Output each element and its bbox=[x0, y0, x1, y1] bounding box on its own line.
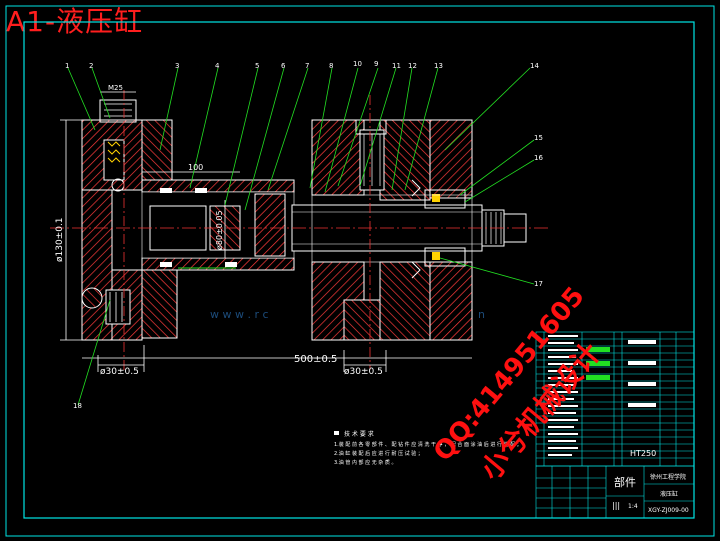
dimension-texts: M25 ø130±0.1 100 ø80±0.05 ø30±0.5 ø30±0.… bbox=[55, 84, 383, 377]
title-block-drawing-name: 液压缸 bbox=[660, 490, 678, 498]
balloon-15: 15 bbox=[534, 134, 543, 142]
balloon-17: 17 bbox=[534, 280, 543, 288]
outer-frame bbox=[5, 5, 715, 537]
balloon-1: 1 bbox=[65, 62, 69, 70]
right-end-block bbox=[311, 119, 473, 341]
title-block-drawing-no: XGY-ZJ009-00 bbox=[648, 507, 689, 514]
notes-line-1: 1.装 配 前 各 零 部 件 、 配 钻 件 应 清 洗 干 净 ， 配 合 … bbox=[334, 441, 522, 448]
parts-list bbox=[535, 331, 695, 467]
bom-material: HT250 bbox=[630, 449, 656, 458]
parts-list-fill bbox=[548, 335, 578, 456]
title-block bbox=[535, 465, 695, 519]
notes-heading: 技 术 要 求 bbox=[344, 430, 374, 438]
title-block-sheet-marks: ||| bbox=[612, 501, 620, 510]
dim-width-100: 100 bbox=[188, 163, 203, 172]
parts-list-highlight bbox=[586, 340, 656, 407]
title-block-institution: 徐州工程学院 bbox=[650, 473, 686, 481]
notes-line-2: 2.油 缸 装 配 后 应 进 行 耐 压 试 验 ； bbox=[334, 450, 423, 457]
watermark-url: w w w . r c bbox=[210, 308, 269, 321]
balloon-5: 5 bbox=[255, 62, 259, 70]
cylinder-barrel bbox=[141, 179, 295, 271]
dimension-lines bbox=[60, 91, 472, 372]
dim-left-port: ø30±0.5 bbox=[100, 367, 139, 377]
balloon-11: 11 bbox=[392, 62, 401, 70]
balloon-2: 2 bbox=[89, 62, 93, 70]
balloon-labels: 1 2 3 4 5 6 7 8 9 10 11 12 13 14 15 16 1… bbox=[65, 60, 543, 410]
balloon-3: 3 bbox=[175, 62, 179, 70]
balloon-14: 14 bbox=[530, 62, 539, 70]
balloon-8: 8 bbox=[329, 62, 333, 70]
title-block-scale: 1:4 bbox=[628, 503, 638, 510]
balloon-10: 10 bbox=[353, 60, 362, 68]
title-block-texts: 部件 徐州工程学院 液压缸 1:4 ||| XGY-ZJ009-00 bbox=[612, 473, 689, 514]
dim-right-port: ø30±0.5 bbox=[344, 367, 383, 377]
balloon-16: 16 bbox=[534, 154, 543, 162]
title-block-assembly: 部件 bbox=[614, 475, 636, 489]
technical-notes: 技 术 要 求 1.装 配 前 各 零 部 件 、 配 钻 件 应 清 洗 干 … bbox=[334, 430, 522, 466]
inner-frame bbox=[23, 21, 695, 519]
dim-rod: ø80±0.05 bbox=[215, 210, 224, 250]
balloon-4: 4 bbox=[215, 62, 220, 70]
dim-overall-length: 500±0.5 bbox=[294, 354, 337, 365]
balloon-13: 13 bbox=[434, 62, 443, 70]
balloon-6: 6 bbox=[281, 62, 286, 70]
notes-line-3: 3.油 管 内 部 应 无 杂 质 。 bbox=[334, 459, 397, 466]
left-end-cap bbox=[81, 99, 178, 341]
balloon-7: 7 bbox=[305, 62, 309, 70]
dim-bore: ø130±0.1 bbox=[55, 217, 65, 262]
balloon-12: 12 bbox=[408, 62, 417, 70]
dim-top-thread: M25 bbox=[108, 84, 123, 92]
balloon-9: 9 bbox=[374, 60, 378, 68]
balloon-18: 18 bbox=[73, 402, 82, 410]
watermark-url-tail: n bbox=[478, 308, 485, 321]
leader-lines bbox=[67, 67, 535, 406]
